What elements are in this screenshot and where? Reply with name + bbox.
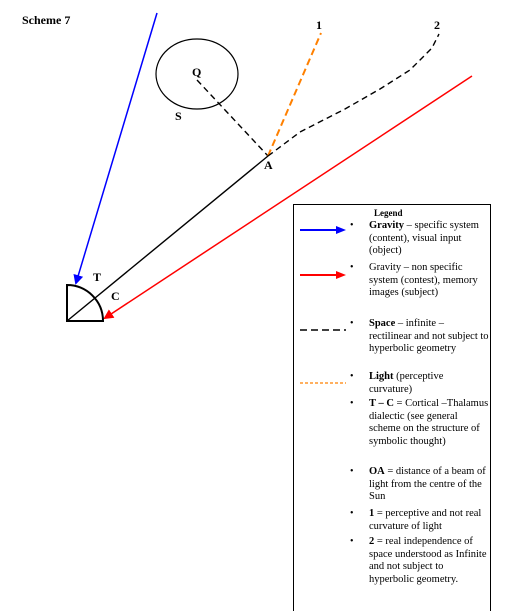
legend-item-text: = real independence of space understood …	[369, 536, 487, 585]
legend-item-text: – infinite – rectilinear and not subject…	[369, 318, 489, 354]
legend-item-bold: 1	[369, 508, 375, 519]
legend-black-dashed-icon	[300, 329, 346, 331]
legend-item-text: = perceptive and not real curvature of l…	[369, 508, 482, 532]
sun-circle	[155, 38, 239, 110]
legend-item-text: – specific system (content), visual inpu…	[369, 220, 479, 256]
label-c: C	[111, 289, 120, 303]
scheme-title: Scheme 7	[22, 13, 71, 27]
legend-item-bold: Light	[369, 371, 394, 382]
legend-box	[293, 204, 491, 611]
gravity-non-specific-arrow	[103, 75, 473, 320]
legend-item-oa: • OA = distance of a beam of light from …	[350, 466, 486, 502]
sightline	[66, 155, 269, 322]
space-line-2	[267, 33, 440, 157]
legend-orange-dashed-icon	[300, 382, 346, 384]
label-q: Q	[192, 65, 202, 79]
oa-dashed-line	[196, 79, 269, 157]
legend-item-text: (perceptive curvature)	[369, 371, 444, 395]
legend-item-t-c: • T – C = Cortical –Thalamus dialectic (…	[350, 398, 489, 447]
legend-item-gravity-specific: • Gravity – specific system (content), v…	[350, 220, 479, 256]
light-line-1	[267, 32, 322, 157]
legend-blue-arrow-icon	[300, 226, 346, 234]
label-s: S	[175, 109, 182, 123]
legend-item-2: • 2 = real independence of space underst…	[350, 536, 487, 585]
legend-item-text: = Cortical –Thalamus dialectic (see gene…	[369, 398, 489, 447]
legend-title: Legend	[374, 208, 403, 218]
legend-item-space: • Space – infinite – rectilinear and not…	[350, 318, 489, 354]
gravity-specific-arrow	[73, 12, 158, 285]
label-a: A	[264, 158, 273, 172]
legend-item-1: • 1 = perceptive and not real curvature …	[350, 508, 482, 532]
legend-item-light: • Light (perceptive curvature)	[350, 371, 444, 395]
legend-item-bold: 2	[369, 536, 375, 547]
legend-item-text: = distance of a beam of light from the c…	[369, 466, 486, 502]
legend-item-text: Gravity – non specific system (contest),…	[369, 262, 478, 298]
legend-item-bold: OA	[369, 466, 385, 477]
legend-item-gravity-non-specific: • Gravity – non specific system (contest…	[350, 262, 478, 298]
legend-item-bold: Space	[369, 318, 396, 329]
legend-red-arrow-icon	[300, 271, 346, 279]
label-t: T	[93, 270, 102, 284]
label-2: 2	[434, 18, 440, 32]
legend-item-bold: Gravity	[369, 220, 404, 231]
legend-item-bold: T – C	[369, 398, 394, 409]
label-1: 1	[316, 18, 322, 32]
cortical-thalamus-quadrant	[66, 283, 105, 322]
